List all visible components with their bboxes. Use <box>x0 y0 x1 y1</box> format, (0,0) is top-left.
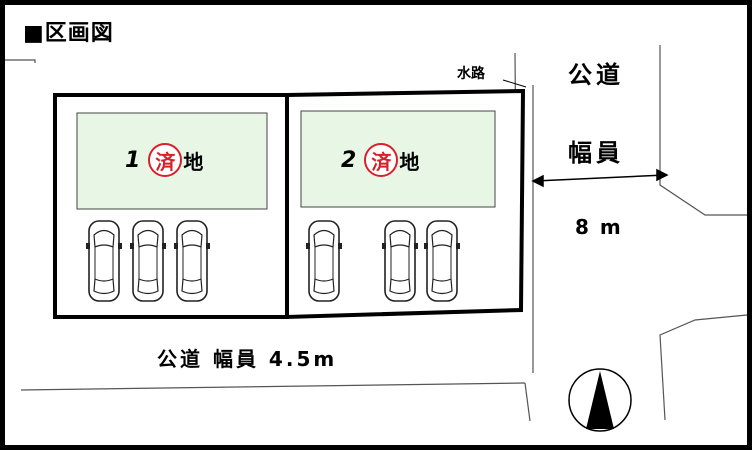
site-plan-drawing <box>5 45 747 432</box>
south-road-label: 公道 幅員 4.5m <box>157 347 338 371</box>
lot-2-label: 2 済 地 <box>341 143 419 177</box>
site-plan-frame: ■区画図 水路 公道 幅員 8 m 公道 幅員 4.5m 1 済 地 2 済 地 <box>5 5 747 445</box>
width-dimension-arrow <box>531 168 669 188</box>
canal-label: 水路 <box>457 66 485 82</box>
canal-leader <box>502 79 527 88</box>
north-arrow-icon <box>568 368 632 432</box>
lot-suffix: 地 <box>183 149 204 174</box>
east-road-width: 8 m <box>575 215 623 239</box>
car-icon <box>305 220 343 302</box>
lot-1-label: 1 済 地 <box>125 143 203 177</box>
car-icon <box>129 220 167 302</box>
lot-number: 2 <box>341 147 357 173</box>
sold-stamp-icon: 済 <box>148 143 183 177</box>
car-icon <box>173 220 211 302</box>
page-title: ■区画図 <box>23 21 114 46</box>
car-icon <box>381 220 419 302</box>
lot-suffix: 地 <box>399 149 420 174</box>
public-road-east-label: 公道 <box>568 61 624 89</box>
lot-number: 1 <box>125 147 141 173</box>
sold-stamp-icon: 済 <box>364 143 399 177</box>
car-icon <box>85 220 123 302</box>
width-label: 幅員 <box>568 139 624 167</box>
car-icon <box>423 220 461 302</box>
